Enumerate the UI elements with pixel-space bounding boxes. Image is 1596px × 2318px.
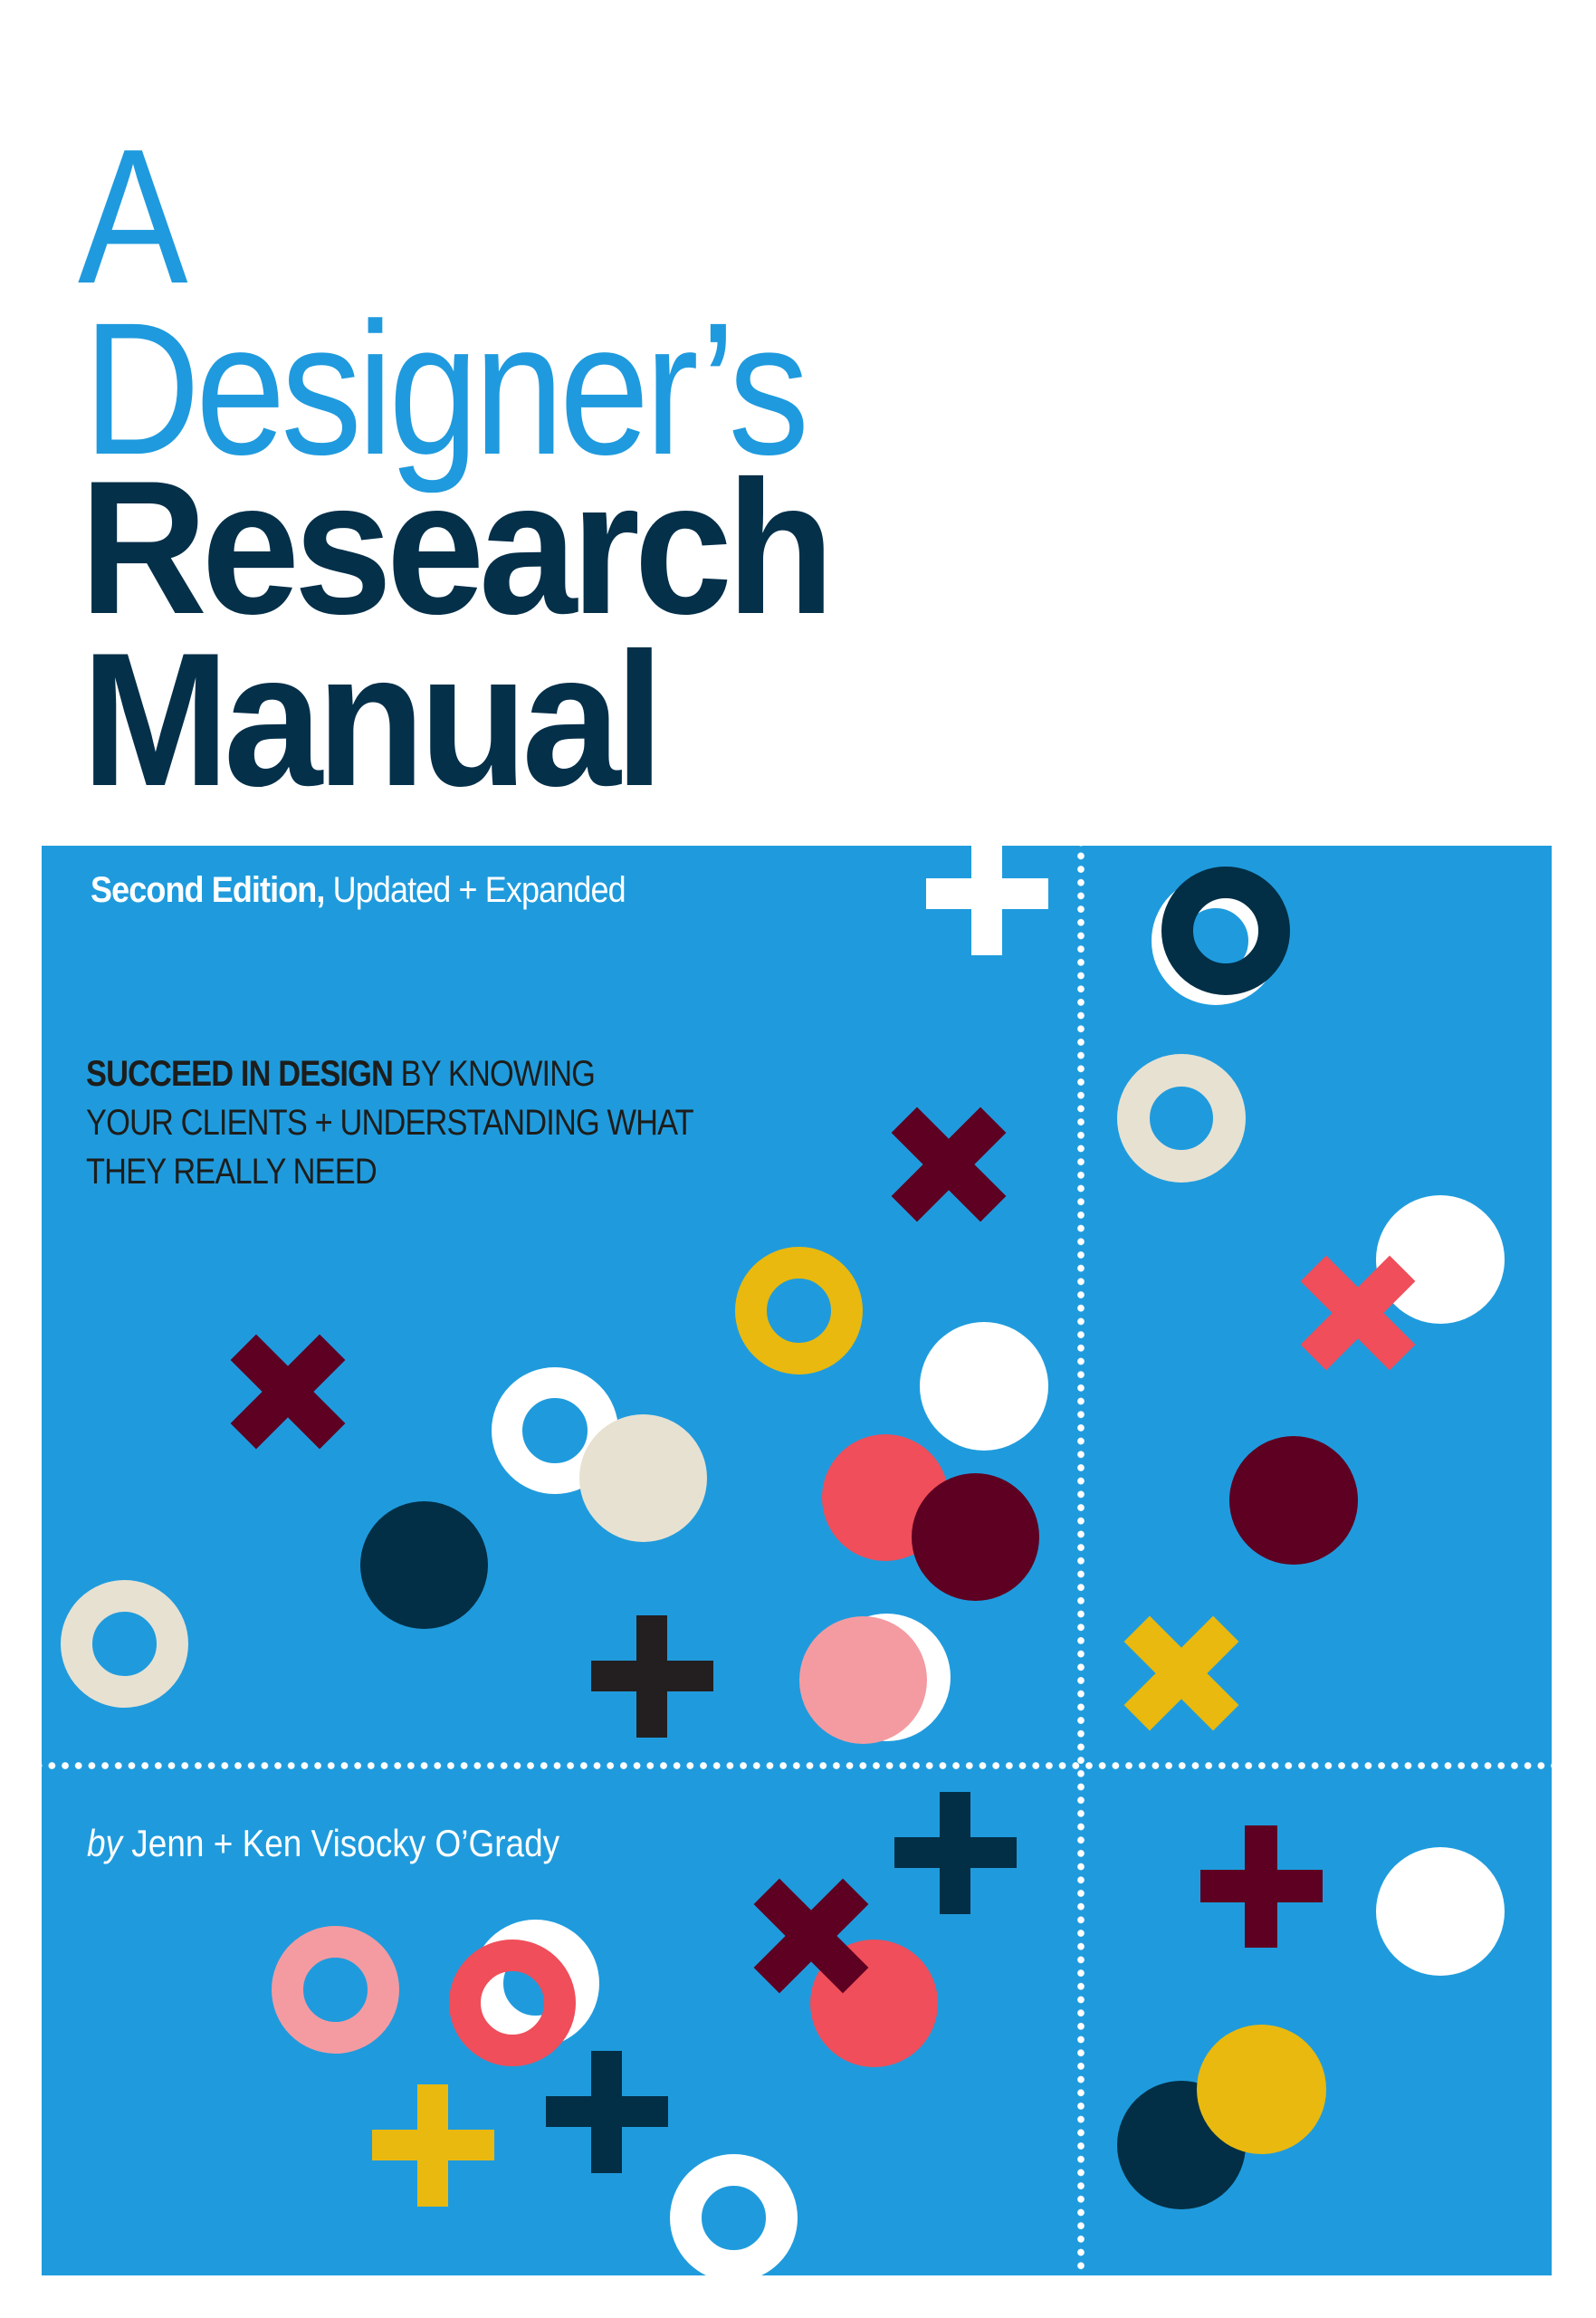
dotted-divider-horizontal [42, 1762, 1552, 1769]
author-byline: by Jenn + Ken Visocky O’Grady [87, 1822, 559, 1865]
navy-ring-top-right-ring-icon [1161, 867, 1290, 995]
white-circle-bottom-right-circle-icon [1376, 1847, 1505, 1976]
maroon-x-left-cross-icon [199, 1303, 377, 1481]
white-circle-right-circle-icon [1376, 1195, 1505, 1324]
maroon-circle-center-circle-icon [911, 1472, 1039, 1601]
blue-graphic-panel: Second Edition, Updated + Expanded SUCCE… [42, 846, 1552, 2275]
tagline-bold: SUCCEED IN DESIGN [86, 1054, 394, 1094]
yellow-x-right-cross-icon [1093, 1585, 1271, 1763]
yellow-ring-ring-icon [734, 1246, 863, 1375]
maroon-circle-right-circle-icon [1229, 1436, 1358, 1565]
edition-light: Updated + Expanded [324, 870, 626, 910]
edition-label: Second Edition, Updated + Expanded [91, 870, 626, 911]
pink-circle-circle-icon [798, 1615, 927, 1744]
tagline-line-1: SUCCEED IN DESIGN BY KNOWING [86, 1049, 693, 1098]
tagline-line-3: THEY REALLY NEED [86, 1152, 377, 1192]
white-plus-top-plus-icon [925, 846, 1048, 955]
byline-by: by [87, 1822, 123, 1864]
title-line-manual: Manual [81, 613, 664, 826]
tagline: SUCCEED IN DESIGN BY KNOWING YOUR CLIENT… [86, 1049, 694, 1196]
navy-circle-left-circle-icon [359, 1500, 488, 1629]
white-ring-bottom-ring-icon [669, 2153, 798, 2275]
title-line-designers: Designer’s [83, 284, 809, 494]
white-circle-center-circle-icon [920, 1322, 1048, 1451]
yellow-plus-bottom-plus-icon [371, 2083, 494, 2207]
pink-ring-bottom-ring-icon [271, 1925, 399, 2054]
title-line-a: A [78, 109, 188, 323]
navy-plus-bottom-top-plus-icon [894, 1791, 1017, 1914]
maroon-x-top-cross-icon [860, 1076, 1038, 1254]
beige-circle-center-circle-icon [578, 1413, 707, 1542]
tagline-line-2: YOUR CLIENTS + UNDERSTANDING WHAT [86, 1103, 694, 1143]
navy-plus-bottom-plus-icon [545, 2050, 668, 2173]
title-line-research: Research [80, 441, 835, 654]
red-ring-bottom-ring-icon [449, 1940, 576, 2066]
beige-ring-right-ring-icon [1117, 1054, 1246, 1183]
beige-ring-left-ring-icon [60, 1579, 188, 1708]
maroon-plus-bottom-right-plus-icon [1199, 1825, 1323, 1948]
tagline-line-1-rest: BY KNOWING [392, 1054, 596, 1094]
byline-authors: Jenn + Ken Visocky O’Grady [122, 1822, 560, 1864]
black-plus-plus-icon [590, 1614, 713, 1738]
edition-bold: Second Edition, [91, 870, 325, 910]
dotted-divider-vertical [1077, 846, 1085, 2275]
yellow-circle-bottom-right-circle-icon [1196, 2024, 1326, 2154]
